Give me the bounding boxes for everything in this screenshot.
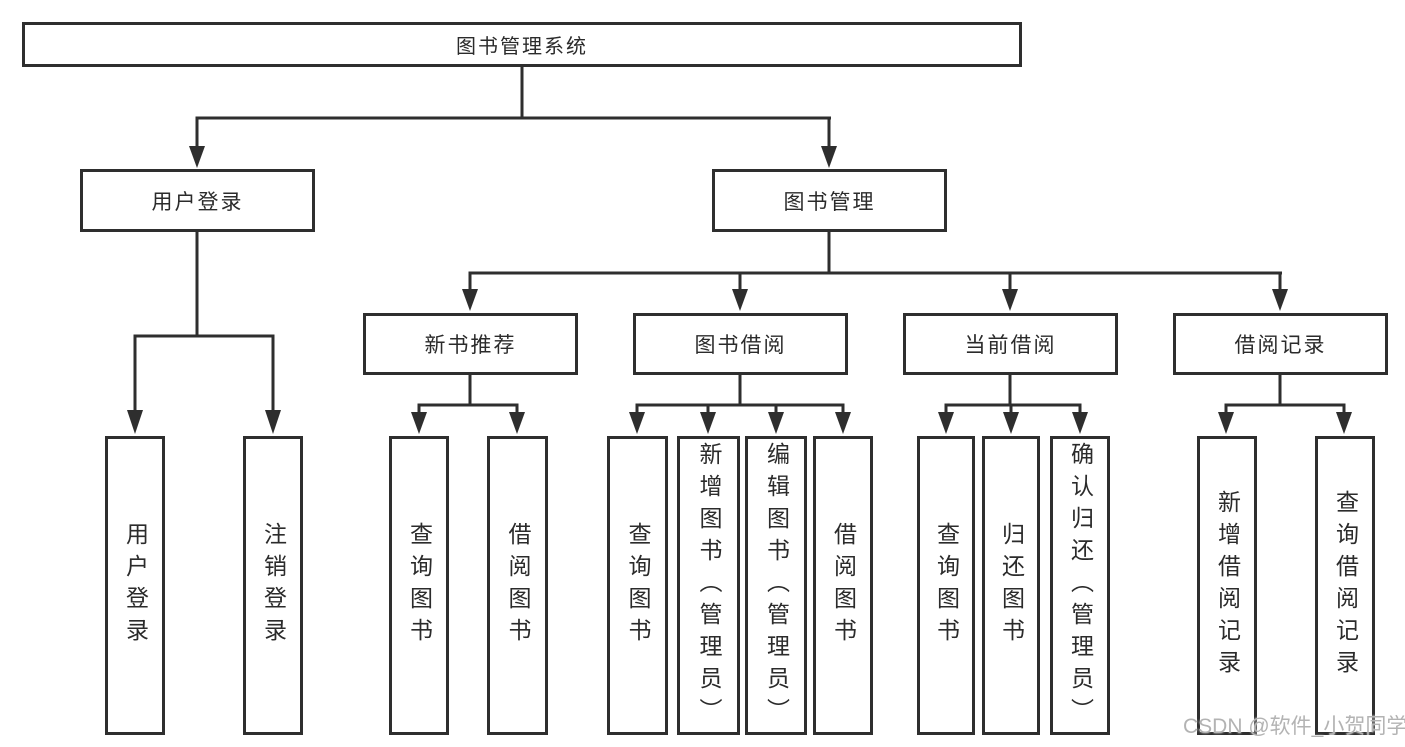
leaf-user-login-label: 用户登录 xyxy=(122,521,149,650)
connector-current-borrow-split xyxy=(938,373,1088,434)
connector-new-books-split xyxy=(411,373,525,434)
leaf-return-book-label: 归还图书 xyxy=(998,521,1025,650)
node-book-mgmt: 图书管理 xyxy=(712,169,947,232)
leaf-borrow-book-label: 借阅图书 xyxy=(830,521,857,650)
leaf-borrow-query-label: 查询图书 xyxy=(625,521,651,650)
leaf-confirm-return-admin: 确认归还（管理员） xyxy=(1050,436,1110,735)
node-root-label: 图书管理系统 xyxy=(456,36,588,58)
node-user-login: 用户登录 xyxy=(80,169,315,232)
leaf-record-add-label: 新增借阅记录 xyxy=(1214,489,1241,682)
leaf-return-book: 归还图书 xyxy=(982,436,1040,735)
node-book-borrow-label: 图书借阅 xyxy=(694,334,787,357)
leaf-new-books-query-label: 查询图书 xyxy=(406,521,433,650)
leaf-record-query-label: 查询借阅记录 xyxy=(1332,489,1359,682)
node-current-borrow-label: 当前借阅 xyxy=(964,334,1057,357)
node-current-borrow: 当前借阅 xyxy=(903,313,1118,375)
leaf-logout: 注销登录 xyxy=(243,436,303,735)
leaf-borrow-edit-admin-label: 编辑图书（管理员） xyxy=(763,441,790,730)
leaf-borrow-add-admin-label: 新增图书（管理员） xyxy=(696,441,722,730)
leaf-record-query: 查询借阅记录 xyxy=(1315,436,1375,735)
leaf-current-query-label: 查询图书 xyxy=(933,521,960,650)
node-new-books: 新书推荐 xyxy=(363,313,578,375)
node-new-books-label: 新书推荐 xyxy=(424,334,517,357)
leaf-user-login: 用户登录 xyxy=(105,436,165,735)
leaf-new-books-borrow-label: 借阅图书 xyxy=(505,521,531,650)
node-borrow-records-label: 借阅记录 xyxy=(1234,334,1327,357)
connector-book-borrow-split xyxy=(629,373,851,434)
csdn-watermark: CSDN @软件_小贺同学 xyxy=(1183,715,1405,738)
connector-book-mgmt-split xyxy=(462,230,1288,311)
leaf-record-add: 新增借阅记录 xyxy=(1197,436,1257,735)
leaf-borrow-book: 借阅图书 xyxy=(813,436,873,735)
leaf-borrow-add-admin: 新增图书（管理员） xyxy=(677,436,740,735)
connector-user-login-split xyxy=(127,230,281,434)
connector-borrow-records-split xyxy=(1218,373,1352,434)
leaf-logout-label: 注销登录 xyxy=(260,521,287,650)
connector-root-split xyxy=(189,64,837,168)
node-borrow-records: 借阅记录 xyxy=(1173,313,1388,375)
leaf-borrow-edit-admin: 编辑图书（管理员） xyxy=(745,436,807,735)
node-user-login-label: 用户登录 xyxy=(151,190,244,214)
node-book-borrow: 图书借阅 xyxy=(633,313,848,375)
node-book-mgmt-label: 图书管理 xyxy=(783,190,876,214)
leaf-new-books-query: 查询图书 xyxy=(389,436,449,735)
leaf-confirm-return-admin-label: 确认归还（管理员） xyxy=(1067,441,1094,730)
leaf-current-query: 查询图书 xyxy=(917,436,975,735)
node-root: 图书管理系统 xyxy=(22,22,1022,67)
leaf-new-books-borrow: 借阅图书 xyxy=(487,436,548,735)
leaf-borrow-query: 查询图书 xyxy=(607,436,668,735)
